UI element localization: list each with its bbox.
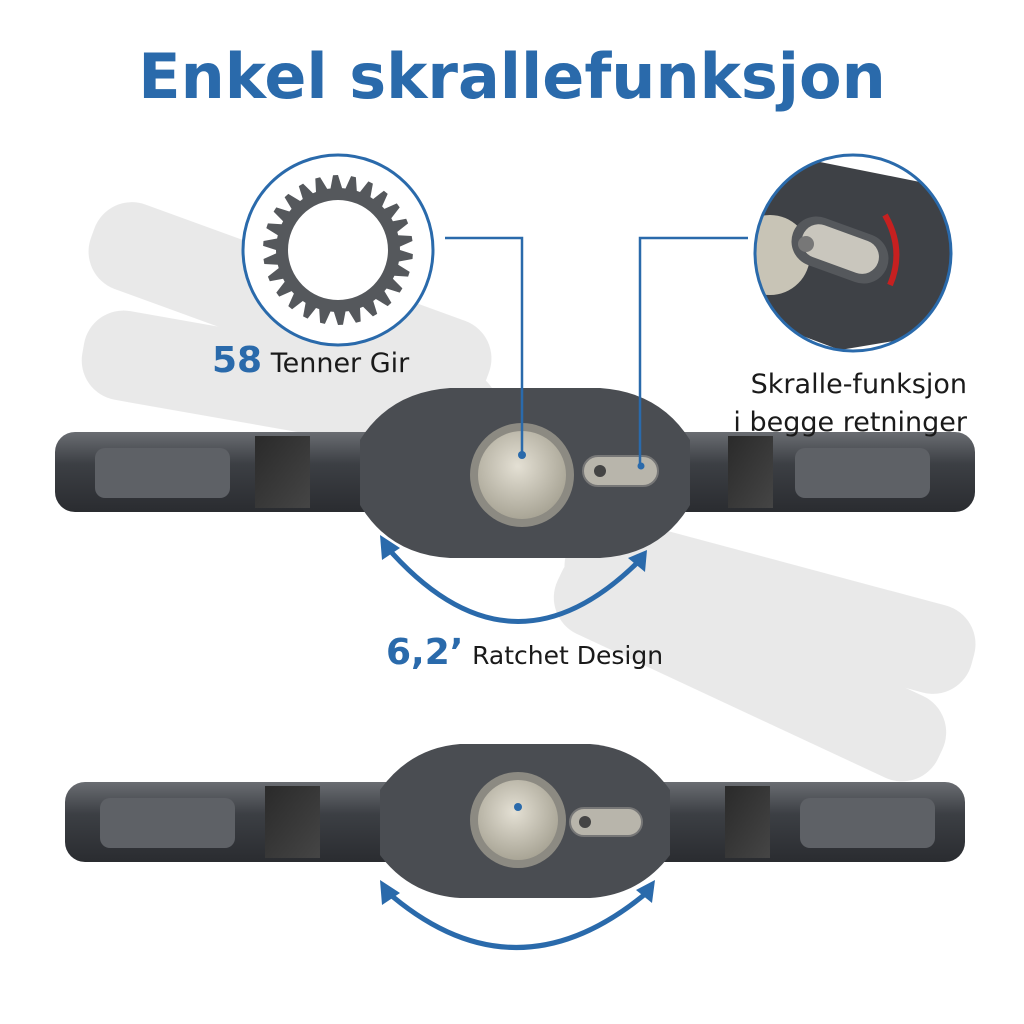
gear-shape [263, 175, 413, 325]
gear-teeth-text: Tenner Gir [270, 348, 410, 379]
switch-label: Skralle-funksjon i begge retninger [727, 366, 967, 442]
gear-teeth-label: 58 Tenner Gir [212, 340, 409, 381]
rotation-arrow-lower [383, 888, 652, 950]
ghost-handle-lower [553, 516, 976, 782]
angle-degree-mark: ’ [449, 632, 464, 673]
rotation-arrow-upper [383, 543, 642, 624]
switch-label-line1: Skralle-funksjon [750, 369, 967, 400]
gear-teeth-count: 58 [212, 340, 263, 381]
angle-label: 6,2’ Ratchet Design [386, 632, 663, 673]
gear-callout-line [445, 236, 524, 455]
angle-value: 6,2 [386, 632, 450, 673]
gear-icon [263, 175, 413, 325]
gear-detail-circle [241, 153, 435, 347]
ratchet-handle-secondary [65, 744, 965, 898]
ratchet-handle-main [55, 388, 975, 558]
switch-label-line2: i begge retninger [733, 407, 967, 438]
switch-callout-line [638, 236, 748, 466]
angle-text: Ratchet Design [472, 641, 664, 670]
switch-detail-circle [753, 153, 953, 353]
page-title: Enkel skrallefunksjon [138, 40, 886, 113]
